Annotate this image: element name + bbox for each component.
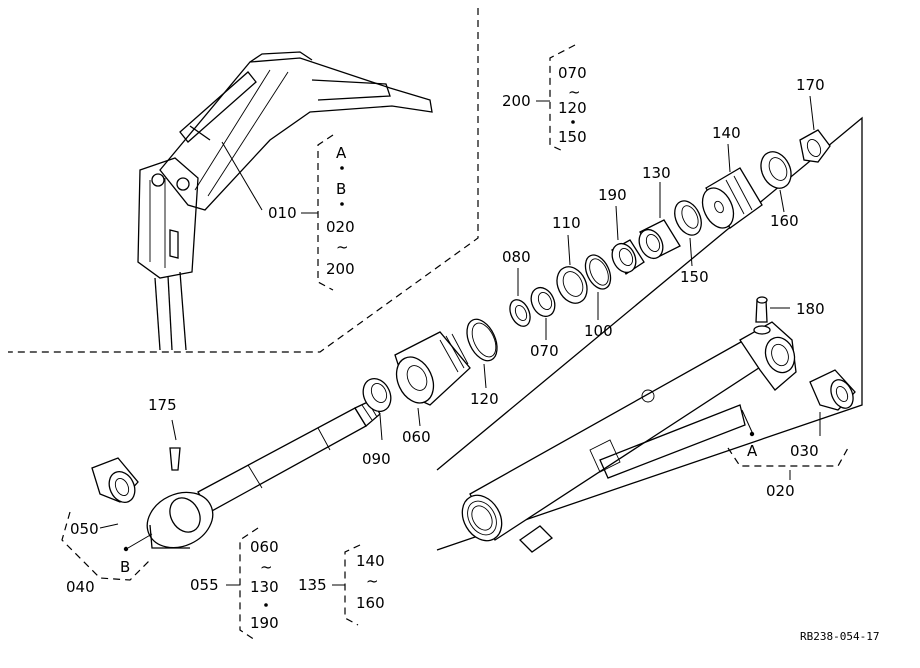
- svg-text:200: 200: [326, 260, 355, 278]
- svg-text:B: B: [336, 180, 346, 198]
- svg-text:130: 130: [250, 578, 279, 596]
- label-100: 100: [584, 322, 613, 340]
- label-080: 080: [502, 248, 531, 266]
- label-090: 090: [362, 450, 391, 468]
- label-160: 160: [770, 212, 799, 230]
- svg-text:~: ~: [366, 572, 379, 590]
- group-135: 135 140 ~ 160: [298, 544, 385, 626]
- label-180: 180: [796, 300, 825, 318]
- label-200: 200: [502, 92, 531, 110]
- cylinder-head-060: [394, 331, 471, 427]
- boom-illustration: [137, 51, 433, 351]
- svg-text:150: 150: [558, 128, 587, 146]
- group-020: A 020: [727, 409, 849, 500]
- drawing-code: RB238-054-17: [800, 630, 879, 643]
- ring-150: [674, 200, 702, 267]
- group-010: 010 A B 020 ~ 200: [268, 134, 355, 291]
- seal-090: [362, 377, 392, 441]
- ring-190: [611, 205, 645, 275]
- label-120: 120: [470, 390, 499, 408]
- tube-frame: [436, 116, 863, 551]
- ring-160: [760, 151, 792, 213]
- svg-text:060: 060: [250, 538, 279, 556]
- bush-050: [91, 457, 139, 504]
- piston-140: [701, 143, 763, 229]
- svg-text:~: ~: [336, 238, 349, 256]
- bush-030: [809, 369, 856, 411]
- svg-text:160: 160: [356, 594, 385, 612]
- label-190: 190: [598, 186, 627, 204]
- label-150: 150: [680, 268, 709, 286]
- svg-text:020: 020: [326, 218, 355, 236]
- piston-rod: [146, 399, 381, 549]
- label-020: 020: [766, 482, 795, 500]
- group-200: 200 070 ~ 120 150: [502, 44, 587, 153]
- cylinder-tube: [461, 321, 797, 553]
- o-ring-120: [466, 318, 498, 389]
- group-055: 055 060 ~ 130 190: [190, 527, 279, 641]
- label-030: 030: [790, 442, 819, 460]
- label-170: 170: [796, 76, 825, 94]
- label-135: 135: [298, 576, 327, 594]
- label-140: 140: [712, 124, 741, 142]
- bushing-130: [638, 182, 681, 260]
- nut-170: [799, 95, 831, 163]
- label-175: 175: [148, 396, 177, 414]
- svg-text:~: ~: [568, 83, 581, 101]
- label-130: 130: [642, 164, 671, 182]
- ref-A: A: [747, 442, 758, 460]
- label-010: 010: [268, 204, 297, 222]
- svg-text:~: ~: [260, 558, 273, 576]
- ring-070: [530, 286, 556, 340]
- boom-inset-frame: [8, 8, 479, 353]
- label-110: 110: [552, 214, 581, 232]
- svg-text:140: 140: [356, 552, 385, 570]
- label-060: 060: [402, 428, 431, 446]
- group-040: B 040: [61, 511, 153, 596]
- svg-text:190: 190: [250, 614, 279, 632]
- label-070: 070: [530, 342, 559, 360]
- o-ring-100: [584, 254, 612, 320]
- svg-text:070: 070: [558, 64, 587, 82]
- svg-text:A: A: [336, 144, 347, 162]
- label-040: 040: [66, 578, 95, 596]
- ref-B: B: [120, 558, 130, 576]
- packing-110: [556, 234, 588, 304]
- part-labels: 170 140 130 190 110 080 160 150 100 070 …: [70, 76, 825, 538]
- grease-nipple-180: [755, 296, 790, 323]
- label-055: 055: [190, 576, 219, 594]
- label-050: 050: [70, 520, 99, 538]
- svg-text:120: 120: [558, 99, 587, 117]
- washer-080: [509, 268, 531, 327]
